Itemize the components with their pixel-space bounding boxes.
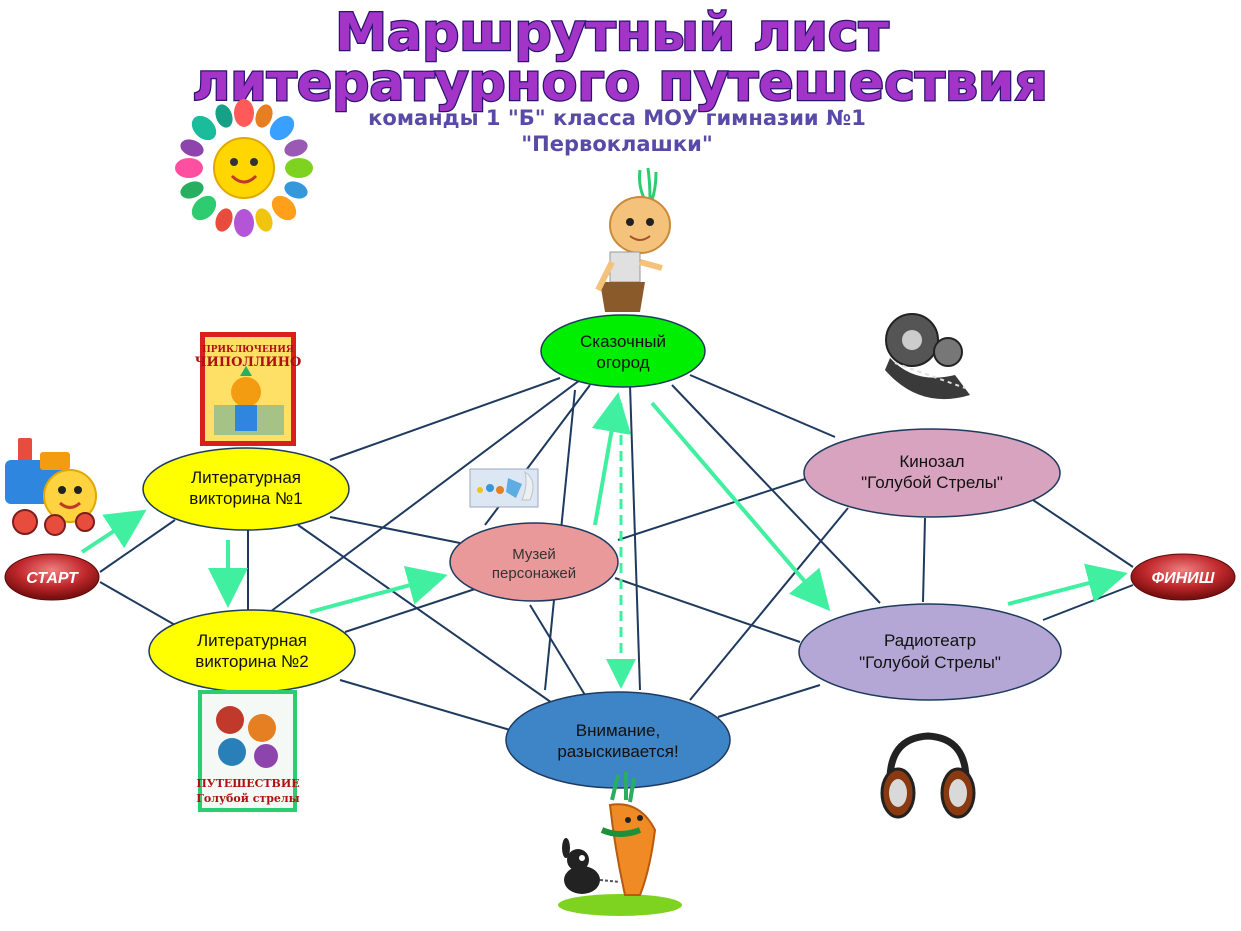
radio-label-line1: Радиотеатр xyxy=(884,631,976,650)
garden-label-line1: Сказочный xyxy=(580,332,666,351)
figurines-icon xyxy=(469,468,539,508)
quiz2-label-line2: викторина №2 xyxy=(195,652,308,671)
sun-hands-icon xyxy=(175,99,313,237)
title-line-1: Маршрутный лист xyxy=(335,3,889,63)
route-arrows xyxy=(80,392,1128,689)
wanted-label-line1: Внимание, xyxy=(576,721,660,740)
route-arrow xyxy=(591,392,632,526)
cinema-label-line1: Кинозал xyxy=(899,452,964,471)
start-label: СТАРТ xyxy=(26,570,79,587)
museum-label-line1: Музей xyxy=(512,546,556,563)
connector-line xyxy=(922,517,926,603)
connector-line xyxy=(99,519,176,573)
connector-line xyxy=(717,684,821,718)
wanted-node[interactable]: Внимание, разыскивается! xyxy=(505,691,731,789)
connector-line xyxy=(329,377,561,461)
connector-line xyxy=(329,516,461,544)
connector-line xyxy=(529,604,586,696)
quiz1-node[interactable]: Литературная викторина №1 xyxy=(142,447,350,531)
connector-line xyxy=(629,384,641,691)
subtitle-line-2: "Первоклашки" xyxy=(521,132,713,156)
cinema-node[interactable]: Кинозал "Голубой Стрелы" xyxy=(803,428,1061,518)
museum-label-line2: персонажей xyxy=(492,565,576,582)
finish-node[interactable]: ФИНИШ xyxy=(1130,553,1236,601)
radio-label-line2: "Голубой Стрелы" xyxy=(859,653,1001,672)
connector-line xyxy=(344,587,479,633)
book1-title-line1: ПРИКЛЮЧЕНИЯ xyxy=(202,345,294,355)
connector-line xyxy=(269,379,581,613)
museum-node[interactable]: Музей персонажей xyxy=(449,522,619,602)
page-title: Маршрутный лист литературного путешестви… xyxy=(191,2,1049,115)
wanted-label-line2: разыскивается! xyxy=(557,742,678,761)
finish-label: ФИНИШ xyxy=(1152,570,1215,587)
connector-line xyxy=(614,577,801,643)
garden-node[interactable]: Сказочный огород xyxy=(540,314,706,388)
connector-line xyxy=(689,507,849,701)
connector-line xyxy=(1032,499,1134,568)
train-icon xyxy=(5,438,97,536)
quiz1-label-line1: Литературная xyxy=(191,468,301,487)
garden-label-line2: огород xyxy=(596,353,649,372)
radio-node[interactable]: Радиотеатр "Голубой Стрелы" xyxy=(798,603,1062,701)
title-line-2: литературного путешествия xyxy=(192,53,1048,113)
book2-title-line2: Голубой стрелы xyxy=(196,792,299,805)
film-reel-icon xyxy=(885,313,970,400)
headphones-icon xyxy=(880,732,976,819)
book1-title-line2: ЧИПОЛЛИНО xyxy=(195,355,302,370)
start-node[interactable]: СТАРТ xyxy=(4,553,100,601)
subtitle-line-1: команды 1 "Б" класса МОУ гимназии №1 xyxy=(368,106,866,130)
connector-line xyxy=(671,384,881,604)
route-arrow xyxy=(309,566,448,614)
connector-line xyxy=(99,581,176,626)
book2-title-line1: ПУТЕШЕСТВИЕ xyxy=(196,777,299,790)
quiz2-label-line1: Литературная xyxy=(197,631,307,650)
connector-line xyxy=(339,679,511,731)
connector-lines xyxy=(99,374,1134,731)
cinema-label-line2: "Голубой Стрелы" xyxy=(861,473,1003,492)
route-arrow xyxy=(1007,563,1128,606)
book-cipollino-icon: ПРИКЛЮЧЕНИЯ ЧИПОЛЛИНО xyxy=(195,332,302,446)
connector-line xyxy=(617,477,809,541)
carrot-dog-icon xyxy=(558,772,682,916)
connector-line xyxy=(689,374,836,438)
connector-line xyxy=(297,524,556,706)
cipollino-icon xyxy=(595,167,671,312)
route-arrow xyxy=(650,401,831,612)
quiz2-node[interactable]: Литературная викторина №2 xyxy=(148,609,356,693)
quiz1-label-line2: викторина №1 xyxy=(189,489,302,508)
route-arrow xyxy=(80,509,147,554)
book-blue-arrow-icon: ПУТЕШЕСТВИЕ Голубой стрелы xyxy=(196,690,300,812)
